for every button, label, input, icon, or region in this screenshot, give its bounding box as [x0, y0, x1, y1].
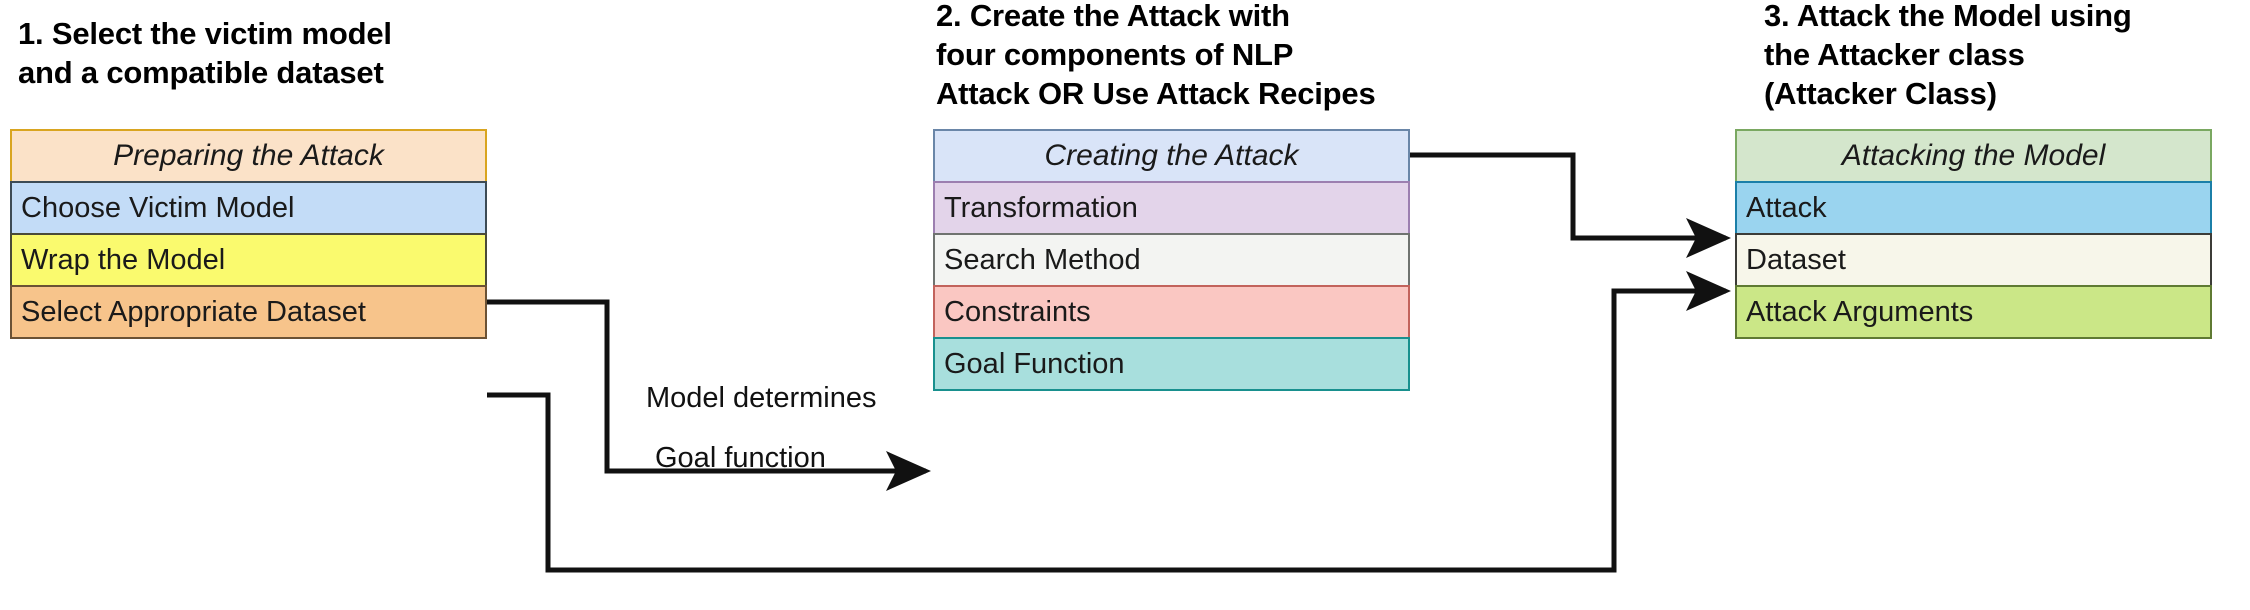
box-attack-arguments[interactable]: Attack Arguments — [1735, 285, 2212, 339]
arrow-creating-the-attack-to-attack — [1410, 152, 1731, 258]
box-wrap-the-model[interactable]: Wrap the Model — [10, 233, 487, 287]
box-dataset[interactable]: Dataset — [1735, 233, 2212, 287]
attacking-the-model-stack: Attacking the Model Attack Dataset Attac… — [1735, 129, 2212, 339]
column-2-heading: 2. Create the Attack with four component… — [936, 0, 1376, 112]
creating-the-attack-stack: Creating the Attack Transformation Searc… — [933, 129, 1410, 391]
box-preparing-the-attack[interactable]: Preparing the Attack — [10, 129, 487, 183]
box-attacking-the-model[interactable]: Attacking the Model — [1735, 129, 2212, 183]
box-attack[interactable]: Attack — [1735, 181, 2212, 235]
edge-label-goal-function: Goal function — [655, 442, 826, 474]
box-constraints[interactable]: Constraints — [933, 285, 1410, 339]
column-3-heading: 3. Attack the Model using the Attacker c… — [1764, 0, 2132, 112]
box-transformation[interactable]: Transformation — [933, 181, 1410, 235]
preparing-the-attack-stack: Preparing the Attack Choose Victim Model… — [10, 129, 487, 339]
box-select-appropriate-dataset[interactable]: Select Appropriate Dataset — [10, 285, 487, 339]
column-1-heading: 1. Select the victim model and a compati… — [18, 16, 392, 91]
edge-label-model-determines: Model determines — [646, 382, 877, 414]
box-search-method[interactable]: Search Method — [933, 233, 1410, 287]
box-choose-victim-model[interactable]: Choose Victim Model — [10, 181, 487, 235]
box-creating-the-attack[interactable]: Creating the Attack — [933, 129, 1410, 183]
box-goal-function[interactable]: Goal Function — [933, 337, 1410, 391]
